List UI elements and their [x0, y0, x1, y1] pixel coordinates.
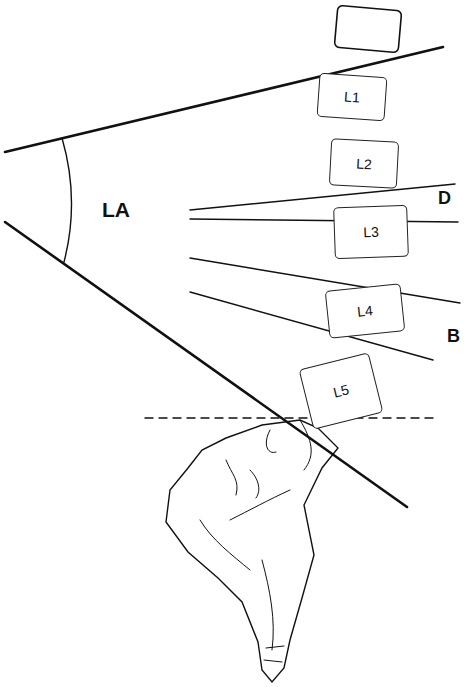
vertebra-label: L2 — [356, 155, 372, 172]
horizontal-reference — [145, 417, 435, 418]
disc-line — [190, 184, 455, 210]
vertebra-label: L5 — [331, 381, 350, 400]
vertebra-body: L2 — [329, 138, 399, 188]
vertebra-label: L1 — [344, 88, 361, 105]
coccyx-segments — [264, 646, 284, 662]
thoracic-vertebra — [334, 5, 401, 52]
sacrum — [166, 420, 338, 682]
vertebra-label: L4 — [356, 302, 373, 320]
vertebra-body: L3 — [333, 205, 409, 260]
angle-label: LA — [100, 198, 132, 221]
sacrum-detail — [200, 420, 311, 650]
upper-angle-line — [5, 47, 443, 152]
vertebra-body: L4 — [325, 283, 406, 339]
disc-line — [190, 219, 458, 222]
measurement-label: B — [445, 327, 462, 347]
vertebra-label: L3 — [363, 224, 379, 241]
lower-angle-line — [5, 222, 407, 507]
angle-arc — [62, 138, 72, 262]
vertebra-body: L1 — [317, 73, 388, 122]
measurement-label: D — [436, 189, 453, 209]
